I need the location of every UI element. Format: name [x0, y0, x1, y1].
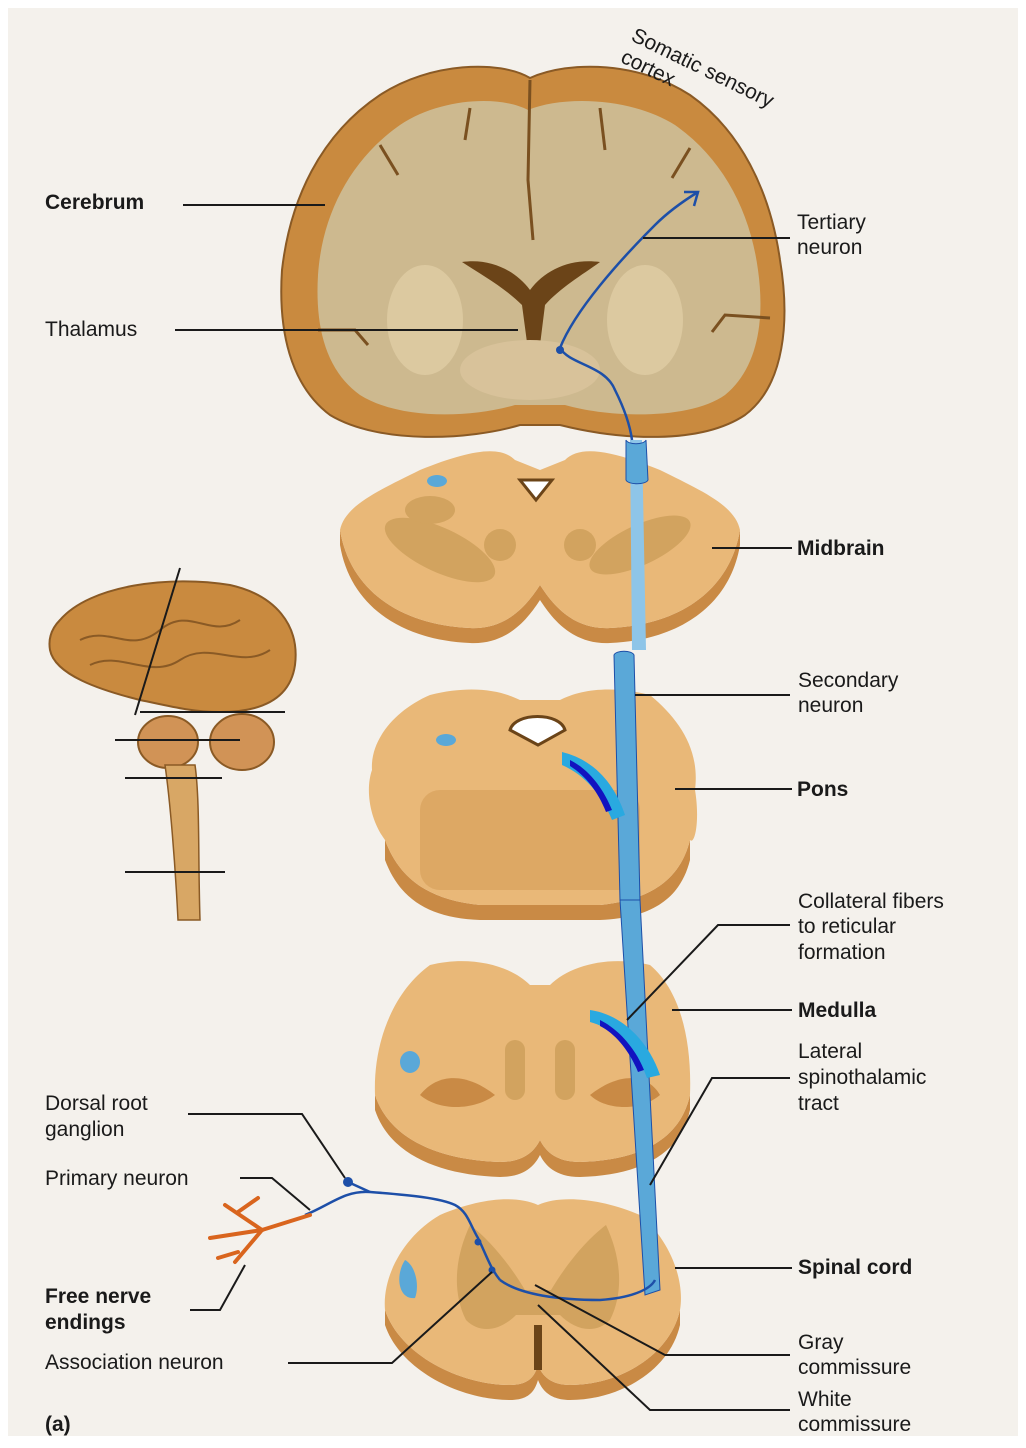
cerebrum-section	[281, 67, 784, 437]
inset-cerebellum	[210, 714, 274, 770]
pons-section	[369, 690, 697, 920]
free-nerve-label-1: Free nerve	[45, 1285, 151, 1308]
secondary-neuron-label-2: neuron	[798, 694, 863, 717]
gray-commissure-label-2: commissure	[798, 1356, 911, 1379]
spinal-cord-section	[385, 1199, 681, 1400]
pons-label: Pons	[797, 778, 848, 801]
pons-small-tract	[436, 734, 456, 746]
inset-pons	[138, 716, 198, 768]
cerebrum-label: Cerebrum	[45, 191, 144, 214]
midbrain-small-tract	[427, 475, 447, 487]
lateral-tract-label-1: Lateral	[798, 1040, 862, 1063]
thalamus-label: Thalamus	[45, 318, 137, 341]
midbrain-nucleus	[484, 529, 516, 561]
collateral-label-2: to reticular	[798, 915, 896, 938]
medulla-small-tract	[400, 1051, 420, 1073]
dorsal-root-label-1: Dorsal root	[45, 1092, 148, 1115]
gray-commissure-label-1: Gray	[798, 1331, 844, 1354]
dorsal-root-ganglion-dot	[343, 1177, 353, 1187]
basal-nuclei-right	[607, 265, 683, 375]
white-commissure-label-1: White	[798, 1388, 852, 1411]
medulla-pyramid	[505, 1040, 525, 1100]
lateral-tract-label-2: spinothalamic	[798, 1066, 926, 1089]
thalamus-synapse-dot	[556, 346, 564, 354]
association-neuron-label: Association neuron	[45, 1351, 224, 1374]
spinal-cord-label: Spinal cord	[798, 1256, 912, 1279]
anterior-median-fissure	[534, 1325, 542, 1370]
midbrain-gray	[405, 496, 455, 524]
basal-nuclei-left	[387, 265, 463, 375]
primary-neuron-label: Primary neuron	[45, 1167, 189, 1190]
midbrain-label: Midbrain	[797, 537, 885, 560]
lateral-tract-label-3: tract	[798, 1092, 839, 1115]
collateral-label-1: Collateral fibers	[798, 890, 944, 913]
tertiary-neuron-label-2: neuron	[797, 236, 862, 259]
dorsal-root-label-2: ganglion	[45, 1118, 124, 1141]
tract-segment-upper	[626, 440, 648, 484]
association-synapse-dot	[475, 1239, 482, 1246]
white-commissure-label-2: commissure	[798, 1413, 911, 1436]
midbrain-nucleus	[564, 529, 596, 561]
secondary-neuron-label-1: Secondary	[798, 669, 899, 692]
collateral-label-3: formation	[798, 941, 886, 964]
medulla-pyramid	[555, 1040, 575, 1100]
thalamus-region	[460, 340, 600, 400]
tertiary-neuron-label-1: Tertiary	[797, 211, 866, 234]
free-nerve-label-2: endings	[45, 1311, 126, 1334]
medulla-label: Medulla	[798, 999, 876, 1022]
panel-label: (a)	[45, 1413, 71, 1436]
